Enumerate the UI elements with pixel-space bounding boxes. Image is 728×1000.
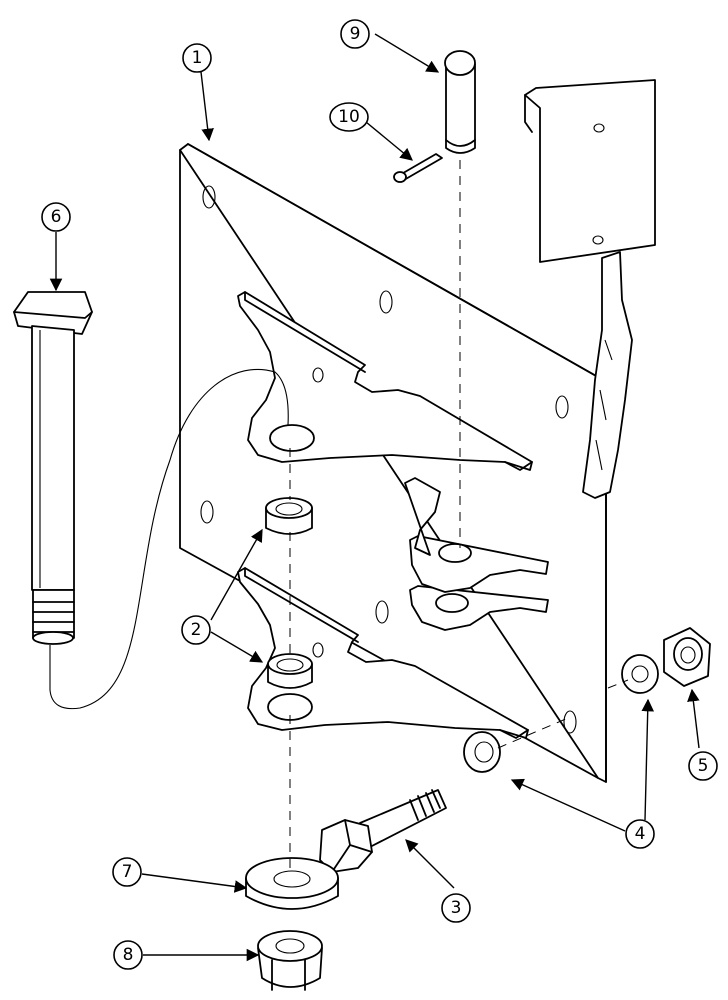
callout-9: 9 <box>340 19 370 49</box>
pin-part-6 <box>13 291 93 645</box>
alignment-lines <box>49 160 629 870</box>
svg-text:6: 6 <box>51 207 62 227</box>
callout-7: 7 <box>112 857 142 887</box>
pin-part-9 <box>444 50 476 154</box>
bolt-part-3 <box>319 789 447 873</box>
svg-text:1: 1 <box>192 48 203 68</box>
callout-4: 4 <box>625 819 655 849</box>
svg-text:9: 9 <box>350 24 361 44</box>
svg-text:2: 2 <box>191 620 202 640</box>
cotter-pin-part-10 <box>393 153 443 183</box>
svg-text:8: 8 <box>123 945 134 965</box>
callout-5: 5 <box>688 751 718 781</box>
lower-bracket <box>237 567 529 739</box>
leader-lines <box>49 33 700 962</box>
svg-text:3: 3 <box>451 898 462 918</box>
mounting-plate <box>179 143 613 783</box>
svg-text:5: 5 <box>698 756 709 776</box>
callout-6: 6 <box>41 202 71 232</box>
nut-part-8 <box>257 930 323 991</box>
callout-10: 10 <box>329 102 369 132</box>
callout-8: 8 <box>113 940 143 970</box>
callout-3: 3 <box>441 893 471 923</box>
washer-part-4-right <box>621 654 659 694</box>
svg-text:10: 10 <box>338 107 360 127</box>
washer-part-4-left <box>463 731 501 773</box>
svg-text:7: 7 <box>122 862 133 882</box>
nut-part-5 <box>663 627 711 687</box>
lever-handle <box>524 79 656 499</box>
right-small-bracket <box>404 477 549 631</box>
svg-text:4: 4 <box>635 824 646 844</box>
washer-part-7 <box>245 857 339 910</box>
bushing-part-2 <box>265 497 313 689</box>
callout-2: 2 <box>181 615 211 645</box>
callout-1: 1 <box>182 43 212 73</box>
upper-bracket <box>237 291 533 471</box>
